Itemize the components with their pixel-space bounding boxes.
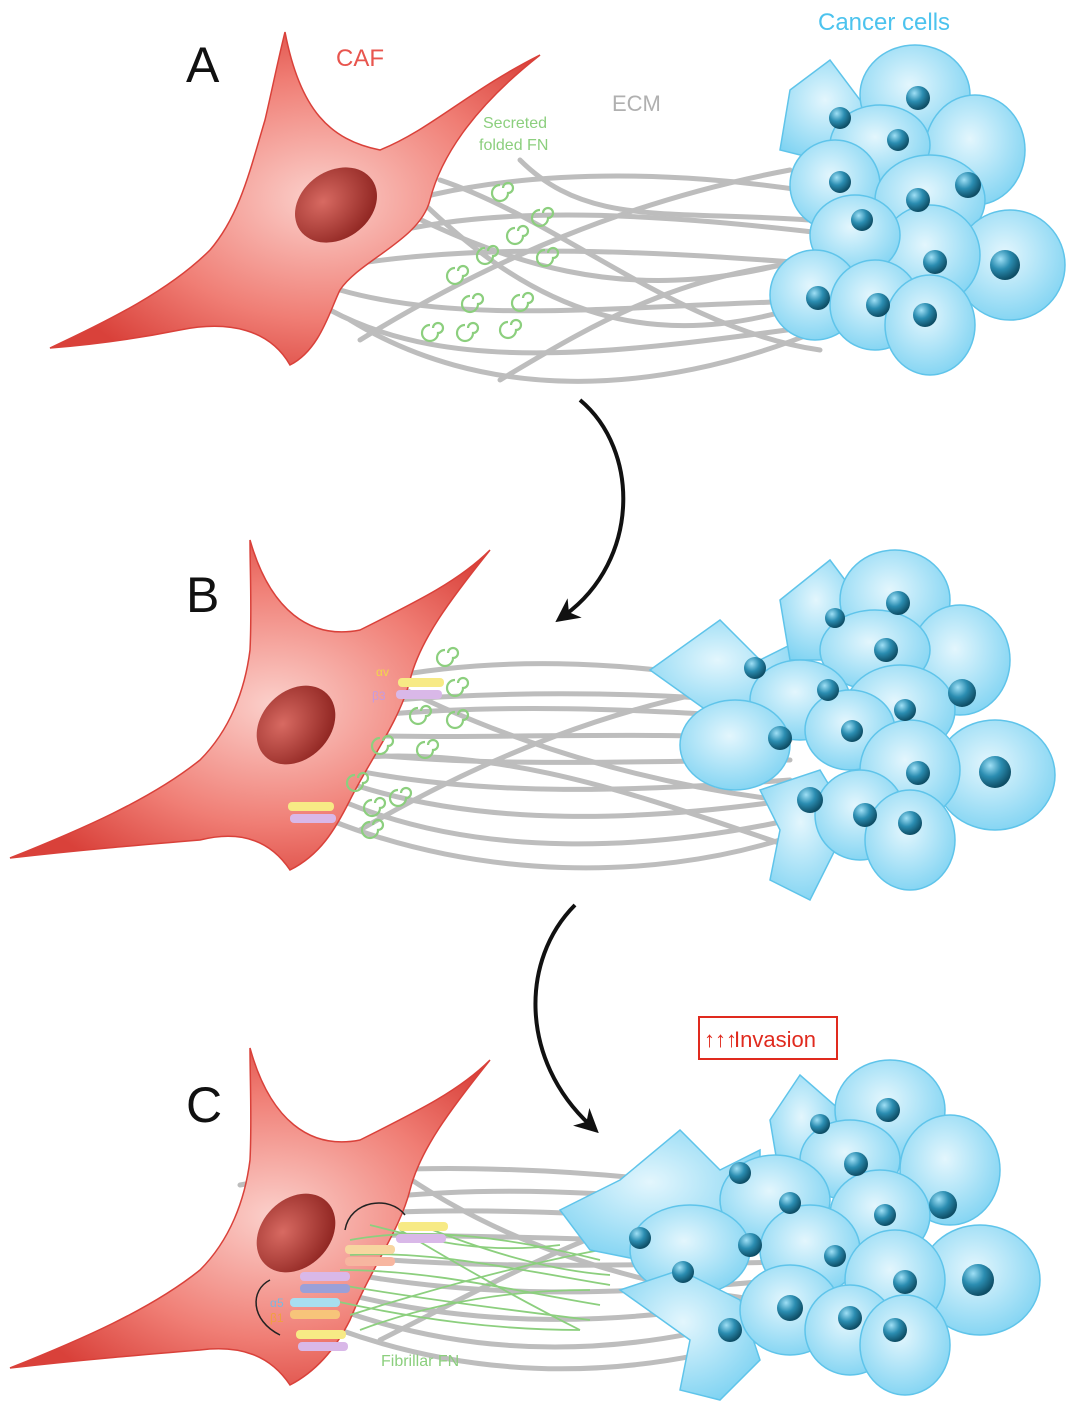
- folded-fn-a: [422, 183, 558, 341]
- panel-c: C: [10, 1017, 1040, 1400]
- label-fibrillar-fn: Fibrillar FN: [381, 1353, 459, 1370]
- label-beta3: β3: [372, 689, 386, 703]
- label-ecm: ECM: [612, 91, 661, 116]
- panel-b: B αv β3: [10, 540, 1055, 900]
- arrow-a-to-b: [565, 400, 623, 615]
- label-cancer-cells: Cancer cells: [818, 9, 950, 36]
- panel-letter-b: B: [186, 567, 219, 623]
- cancer-cluster-b: [650, 550, 1055, 900]
- arrow-b-to-c: [535, 905, 590, 1125]
- label-caf: CAF: [336, 45, 384, 72]
- label-beta1: β1: [270, 1311, 284, 1325]
- caf-cell-a: [50, 32, 540, 365]
- invasion-callout: ↑↑↑ Invasion: [699, 1017, 837, 1059]
- label-alpha5: α5: [270, 1296, 284, 1310]
- cancer-cluster-c: [560, 1060, 1040, 1400]
- invasion-arrows: ↑↑↑: [704, 1027, 737, 1052]
- label-folded-fn: folded FN: [479, 137, 548, 154]
- cancer-cluster-a: [770, 45, 1065, 375]
- label-secreted: Secreted: [483, 115, 547, 132]
- panel-letter-c: C: [186, 1077, 222, 1133]
- label-invasion: Invasion: [734, 1027, 816, 1052]
- panel-a: A: [50, 9, 1065, 381]
- caf-cell-b: [10, 540, 490, 870]
- panel-letter-a: A: [186, 37, 220, 93]
- label-alpha-v: αv: [376, 665, 389, 679]
